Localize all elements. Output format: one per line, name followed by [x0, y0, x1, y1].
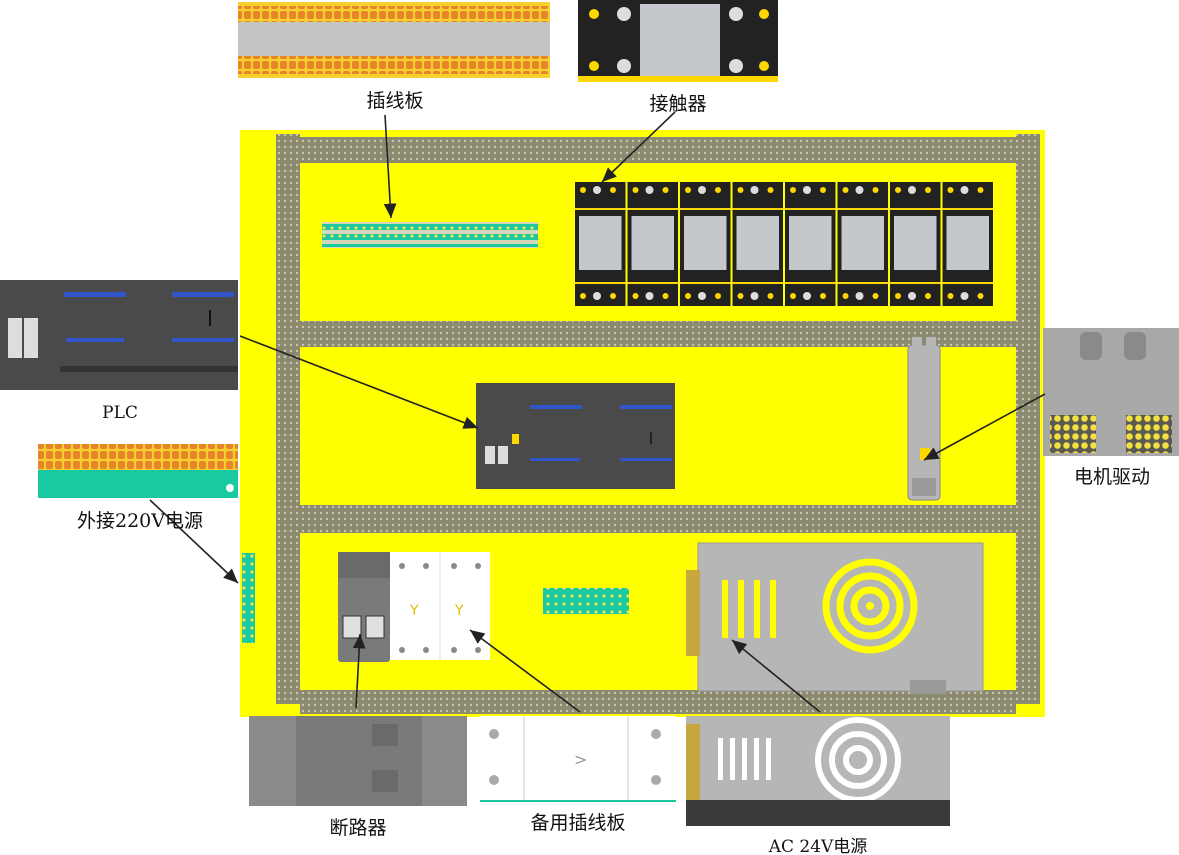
right-rail — [1016, 134, 1040, 704]
contactor-unit — [942, 182, 993, 306]
cabinet-green-terminal — [543, 588, 629, 614]
contactor-unit — [680, 182, 731, 306]
contactor-unit — [575, 182, 626, 306]
detail-spare-strip: > — [480, 716, 676, 802]
detail-ac24v — [686, 716, 950, 826]
cabinet-plc — [476, 383, 675, 489]
arrow-breaker — [352, 633, 366, 709]
rail-row1 — [300, 321, 1016, 347]
cabinet-spare-strip: Y Y — [390, 552, 490, 660]
svg-text:>: > — [574, 750, 587, 769]
contactor-unit — [627, 182, 678, 306]
cabinet-contactor-row — [575, 182, 993, 306]
arrow-plc — [239, 335, 479, 429]
detail-ext-power — [38, 444, 238, 498]
arrow-contactor — [601, 111, 676, 183]
cabinet-breaker — [338, 552, 390, 662]
contactor-unit — [732, 182, 783, 306]
detail-contactor — [578, 0, 778, 82]
contactor-unit — [785, 182, 836, 306]
arrow-terminal-strip — [383, 114, 397, 219]
rail-bottom — [300, 690, 1016, 714]
cabinet-ext-power-terminal — [242, 553, 255, 643]
svg-text:Y: Y — [454, 603, 464, 619]
cabinet-motor-drive — [907, 337, 941, 501]
label-motor-drive: 电机驱动 — [1074, 466, 1150, 488]
cabinet-terminal-strip — [322, 222, 538, 248]
arrow-ext-power — [149, 499, 239, 584]
arrow-spare-strip — [469, 629, 581, 713]
svg-text:Y: Y — [409, 603, 419, 619]
detail-breaker — [249, 716, 467, 806]
labels: 插线板 接触器 PLC 外接220V电源 电机驱动 断路器 备用插线板 AC 2… — [77, 90, 1150, 855]
arrow-ac24v — [731, 639, 821, 713]
label-spare-strip: 备用插线板 — [530, 812, 625, 834]
rail-row2 — [300, 505, 1016, 533]
detail-terminal-strip — [238, 2, 550, 78]
detail-motor-drive — [1043, 328, 1179, 456]
label-terminal-strip: 插线板 — [366, 90, 423, 112]
label-breaker: 断路器 — [329, 817, 386, 839]
leader-arrows — [149, 111, 1046, 713]
label-contactor: 接触器 — [649, 93, 706, 115]
arrow-motor-drive — [923, 393, 1046, 461]
left-rail — [276, 134, 300, 704]
contactor-unit — [890, 182, 941, 306]
detail-plc — [0, 280, 238, 390]
cabinet-ac24v-supply — [686, 542, 984, 694]
label-plc: PLC — [102, 403, 138, 423]
label-ext-power: 外接220V电源 — [77, 510, 203, 532]
rail-top — [300, 137, 1016, 163]
contactor-unit — [837, 182, 888, 306]
label-ac24v: AC 24V电源 — [768, 837, 868, 855]
